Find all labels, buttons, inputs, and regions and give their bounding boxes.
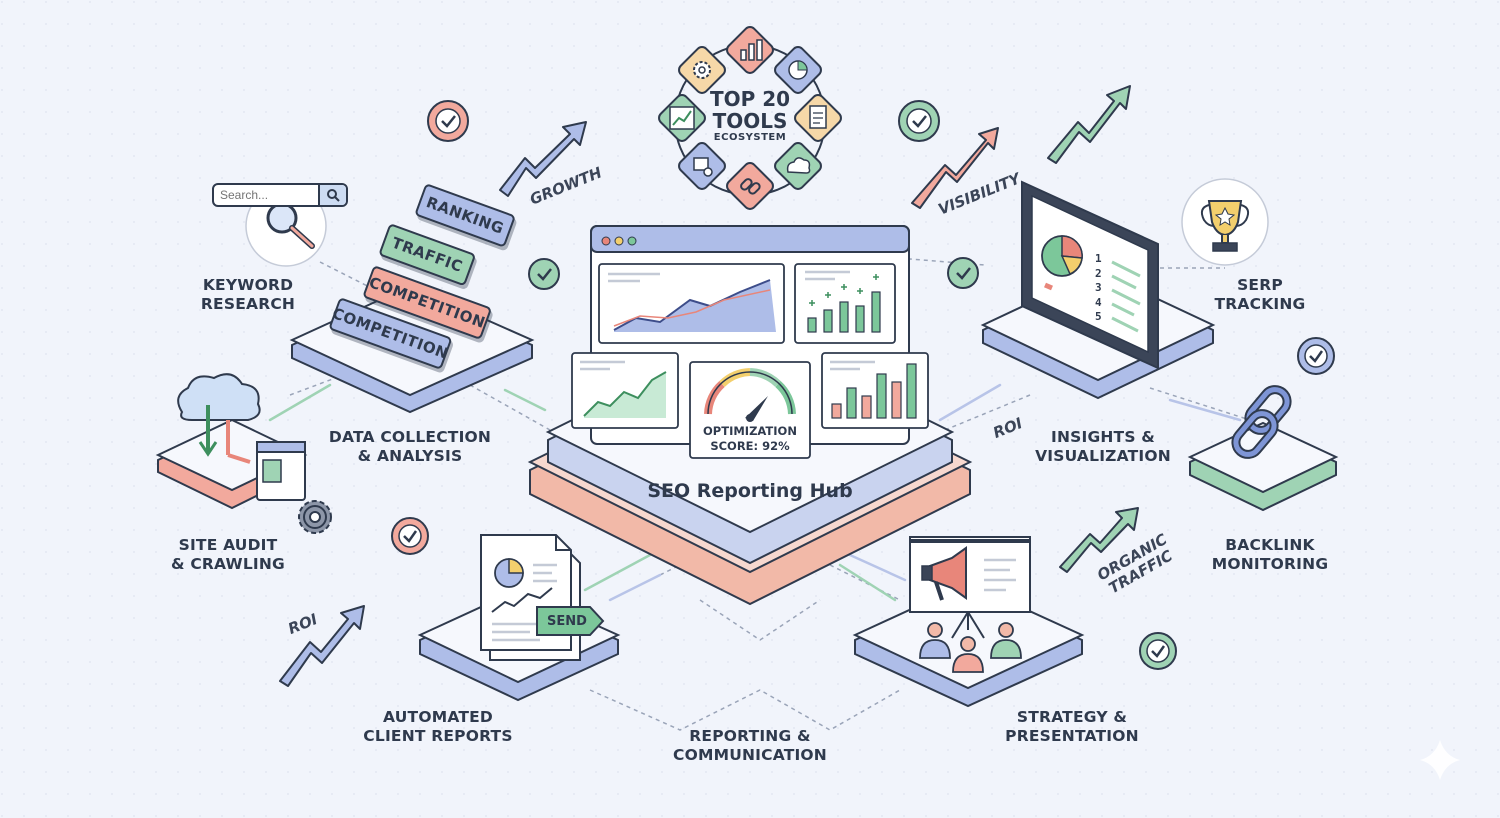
rank-item: 3 <box>1095 281 1102 294</box>
search-input[interactable] <box>214 187 322 203</box>
sparkle-icon <box>1420 740 1460 780</box>
browser-window-icon <box>256 441 306 501</box>
keyword-search-box[interactable] <box>212 183 348 207</box>
check-icon <box>427 100 469 142</box>
check-icon <box>1139 632 1177 670</box>
report-document-icon <box>480 534 581 661</box>
column-chart-card <box>821 352 929 429</box>
label-strategy: STRATEGY & PRESENTATION <box>1005 708 1139 745</box>
rank-item: 1 <box>1095 252 1102 265</box>
gear-icon <box>298 500 332 534</box>
send-label: SEND <box>547 613 587 629</box>
ecosystem-title-line1: TOP 20 <box>709 87 791 111</box>
growth-arrows <box>279 85 1139 687</box>
label-backlink: BACKLINK MONITORING <box>1211 536 1329 573</box>
link-icon[interactable] <box>725 161 776 212</box>
gear-icon[interactable] <box>677 45 728 96</box>
label-insights: INSIGHTS & VISUALIZATION <box>1035 428 1171 465</box>
check-icon <box>898 100 940 142</box>
hub-title: SEO Reporting Hub <box>647 480 853 502</box>
check-badges <box>391 100 1335 670</box>
optimization-score: OPTIMIZATION SCORE: 92% <box>703 424 797 453</box>
trophy-icon <box>1181 178 1269 266</box>
gauge-card <box>689 361 811 459</box>
flow-arrows <box>268 383 1242 602</box>
rank-item: 4 <box>1095 295 1102 309</box>
ecosystem-title-line2: TOOLS <box>712 109 788 133</box>
trend-line-icon[interactable] <box>657 93 708 144</box>
rank-list: 1 2 3 4 5 <box>1095 252 1102 325</box>
label-keyword-research: KEYWORD RESEARCH <box>200 276 296 313</box>
strategy-platform <box>852 536 1085 708</box>
rank-item: 2 <box>1095 266 1102 280</box>
audience-icon <box>919 622 1022 673</box>
cloud-icon <box>177 373 261 421</box>
sitemap-icon[interactable] <box>677 141 728 192</box>
label-serp-tracking: SERP TRACKING <box>1214 276 1306 313</box>
label-reporting: REPORTING & COMMUNICATION <box>673 727 827 764</box>
site-audit-platform <box>155 373 332 534</box>
area-chart-card <box>598 263 785 344</box>
chain-link-icon <box>1231 385 1292 459</box>
bar-chart-icon[interactable] <box>725 25 776 76</box>
ecosystem-title: TOP 20 TOOLS ECOSYSTEM <box>698 88 802 144</box>
search-icon[interactable] <box>318 185 346 205</box>
check-icon <box>1297 337 1335 375</box>
check-icon <box>528 258 560 290</box>
label-data-collection: DATA COLLECTION & ANALYSIS <box>328 428 492 465</box>
tablet-device <box>1021 180 1159 370</box>
label-site-audit: SITE AUDIT & CRAWLING <box>171 536 285 573</box>
bar-chart-card <box>794 263 896 344</box>
send-arrow-icon <box>536 606 605 636</box>
label-client-reports: AUTOMATED CLIENT REPORTS <box>363 708 513 745</box>
megaphone-icon <box>921 546 967 601</box>
check-icon <box>947 257 979 289</box>
ecosystem-title-line3: ECOSYSTEM <box>713 132 787 143</box>
check-icon <box>391 517 429 555</box>
line-chart-card <box>571 352 679 429</box>
rank-item: 5 <box>1095 310 1102 323</box>
pie-chart-icon[interactable] <box>773 45 824 96</box>
backlink-platform <box>1187 385 1339 512</box>
client-reports-platform <box>417 534 621 702</box>
ecosystem-ring <box>657 25 844 212</box>
document-icon[interactable] <box>793 93 844 144</box>
cloud-icon[interactable] <box>773 141 824 192</box>
